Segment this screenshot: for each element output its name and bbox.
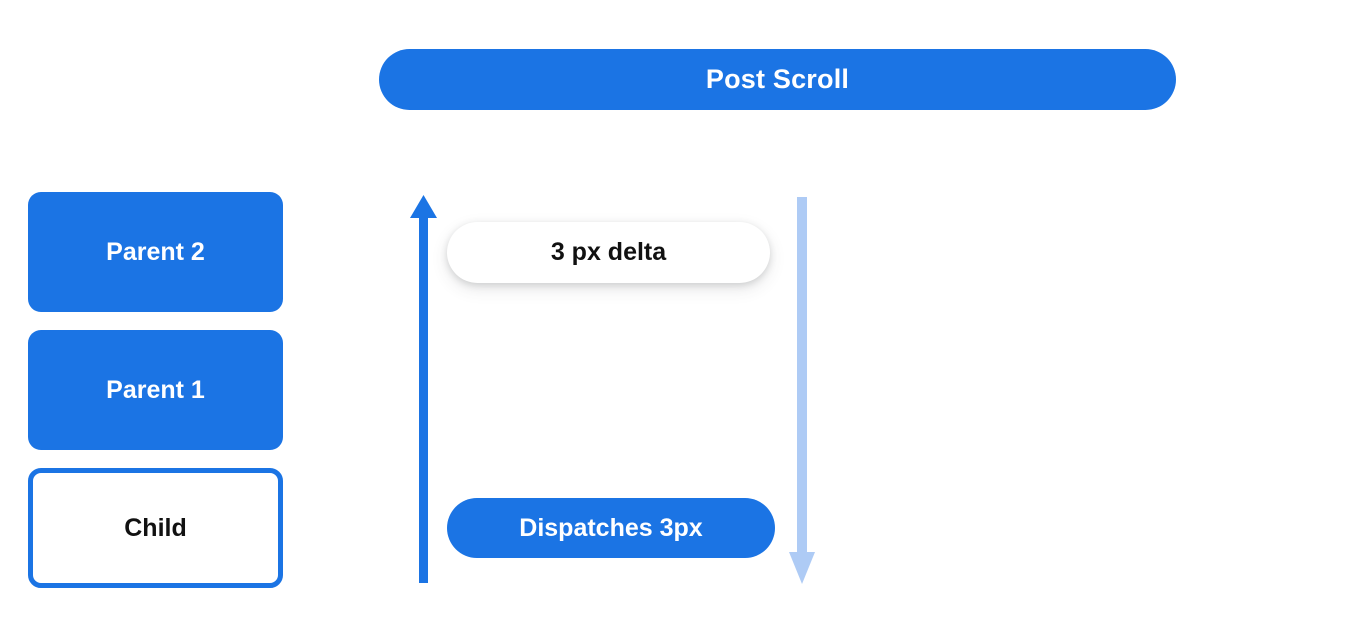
node-parent-2: Parent 2 xyxy=(28,192,283,312)
delta-callout-label: 3 px delta xyxy=(550,238,667,266)
scroll-down-arrow-icon xyxy=(789,197,815,584)
node-parent-1: Parent 1 xyxy=(28,330,283,450)
post-scroll-header-label: Post Scroll xyxy=(705,64,850,94)
view-hierarchy-stack: Parent 2 Parent 1 Child xyxy=(28,192,283,588)
node-child-label: Child xyxy=(124,513,187,542)
dispatch-callout-pill: Dispatches 3px xyxy=(447,498,775,558)
node-child: Child xyxy=(28,468,283,588)
node-parent-2-label: Parent 2 xyxy=(106,237,205,266)
delta-callout-pill: 3 px delta xyxy=(447,222,770,283)
post-scroll-header: Post Scroll xyxy=(379,49,1176,110)
node-parent-1-label: Parent 1 xyxy=(106,375,205,404)
scroll-up-arrow-icon xyxy=(410,195,437,583)
dispatch-callout-label: Dispatches 3px xyxy=(519,513,703,542)
